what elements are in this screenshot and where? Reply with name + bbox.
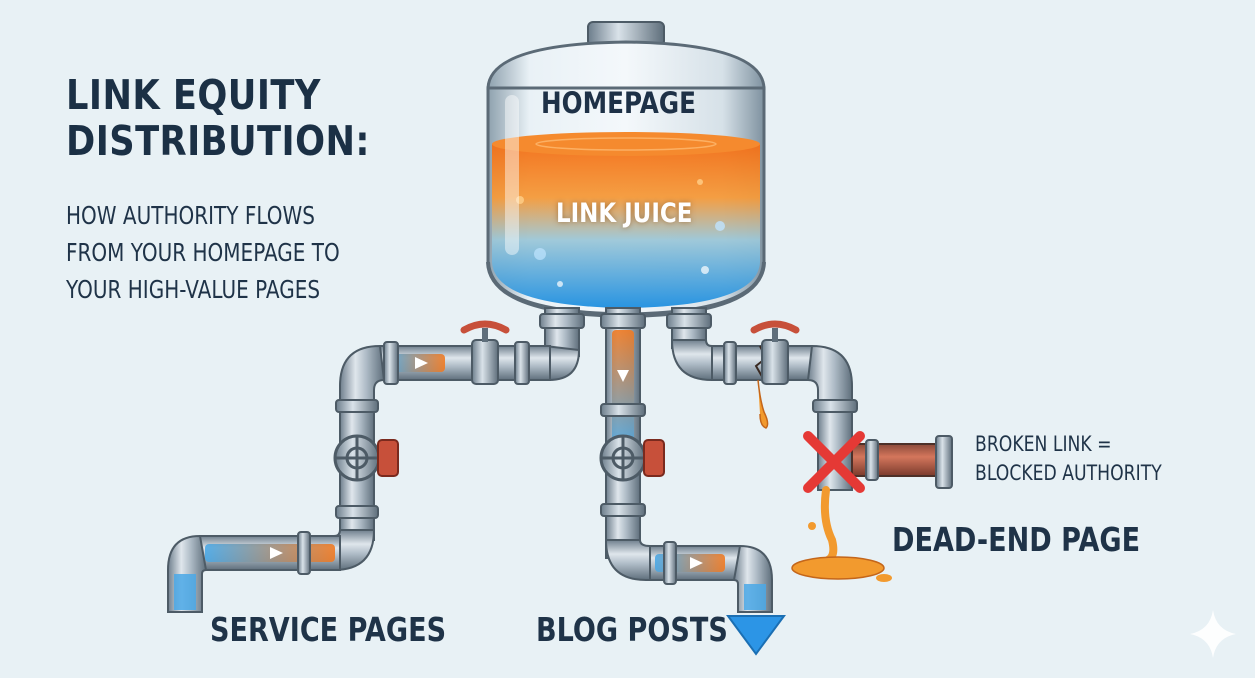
dead-end-label: DEAD-END PAGE — [892, 520, 1140, 559]
service-pages-label: SERVICE PAGES — [210, 610, 446, 649]
note-line-1: BROKEN LINK = — [975, 430, 1162, 459]
subtitle-line-2: FROM YOUR HOMEPAGE TO — [66, 234, 340, 271]
broken-link-note: BROKEN LINK = BLOCKED AUTHORITY — [975, 430, 1162, 488]
blog-posts-label: BLOG POSTS — [536, 610, 728, 649]
flow-arrow-icon — [728, 616, 784, 654]
note-line-2: BLOCKED AUTHORITY — [975, 459, 1162, 488]
leak-puddle-icon — [792, 490, 892, 582]
tank-icon — [488, 22, 764, 316]
subtitle-line-1: HOW AUTHORITY FLOWS — [66, 197, 340, 234]
page-title: LINK EQUITY DISTRIBUTION: — [66, 72, 370, 164]
liquid-label: LINK JUICE — [556, 198, 692, 229]
subtitle-line-3: YOUR HIGH-VALUE PAGES — [66, 271, 340, 308]
title-line-2: DISTRIBUTION: — [66, 118, 370, 164]
sparkle-icon — [1190, 610, 1236, 658]
tank-label: HOMEPAGE — [541, 86, 696, 120]
page-subtitle: HOW AUTHORITY FLOWS FROM YOUR HOMEPAGE T… — [66, 197, 340, 308]
title-line-1: LINK EQUITY — [66, 72, 370, 118]
